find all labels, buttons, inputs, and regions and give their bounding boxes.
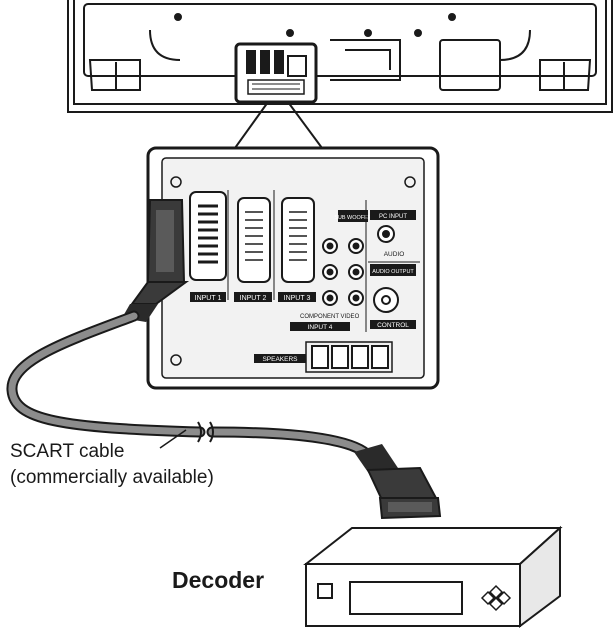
- scart-socket-input1: [189, 191, 227, 281]
- pc-input-label: PC INPUT: [379, 214, 407, 220]
- scart-socket-input3: [281, 197, 315, 283]
- cable-label-line1: SCART cable: [10, 441, 125, 462]
- terminal-panel-enlarged: INPUT 1 INPUT 2 INPUT 3 COMPONENT VIDEO …: [146, 146, 440, 390]
- tv-rear-illustration: [67, 0, 613, 113]
- input2-label: INPUT 2: [240, 295, 267, 302]
- decoder-label: Decoder: [172, 567, 265, 593]
- decoder-box-illustration: [303, 525, 563, 628]
- scart-plug-tv-end: [122, 199, 190, 322]
- audio-label: AUDIO: [384, 251, 405, 258]
- scart-socket-input2: [237, 197, 271, 283]
- control-label: CONTROL: [377, 322, 409, 329]
- component-video-jacks: [322, 238, 364, 306]
- scart-plug-decoder-end: [354, 444, 442, 520]
- speaker-terminals: [311, 345, 389, 369]
- tv-terminal-window: [234, 42, 318, 104]
- speakers-label: SPEAKERS: [262, 356, 298, 363]
- input1-label: INPUT 1: [195, 295, 222, 302]
- input3-label: INPUT 3: [284, 295, 311, 302]
- cable-label-line2: (commercially available): [10, 467, 214, 488]
- callout-lines: [234, 101, 323, 149]
- subwoofer-label: SUB WOOFER: [334, 215, 372, 221]
- input4-label: INPUT 4: [308, 324, 333, 331]
- component-video-label: COMPONENT VIDEO: [300, 314, 360, 320]
- audio-output-label: AUDIO OUTPUT: [372, 269, 414, 275]
